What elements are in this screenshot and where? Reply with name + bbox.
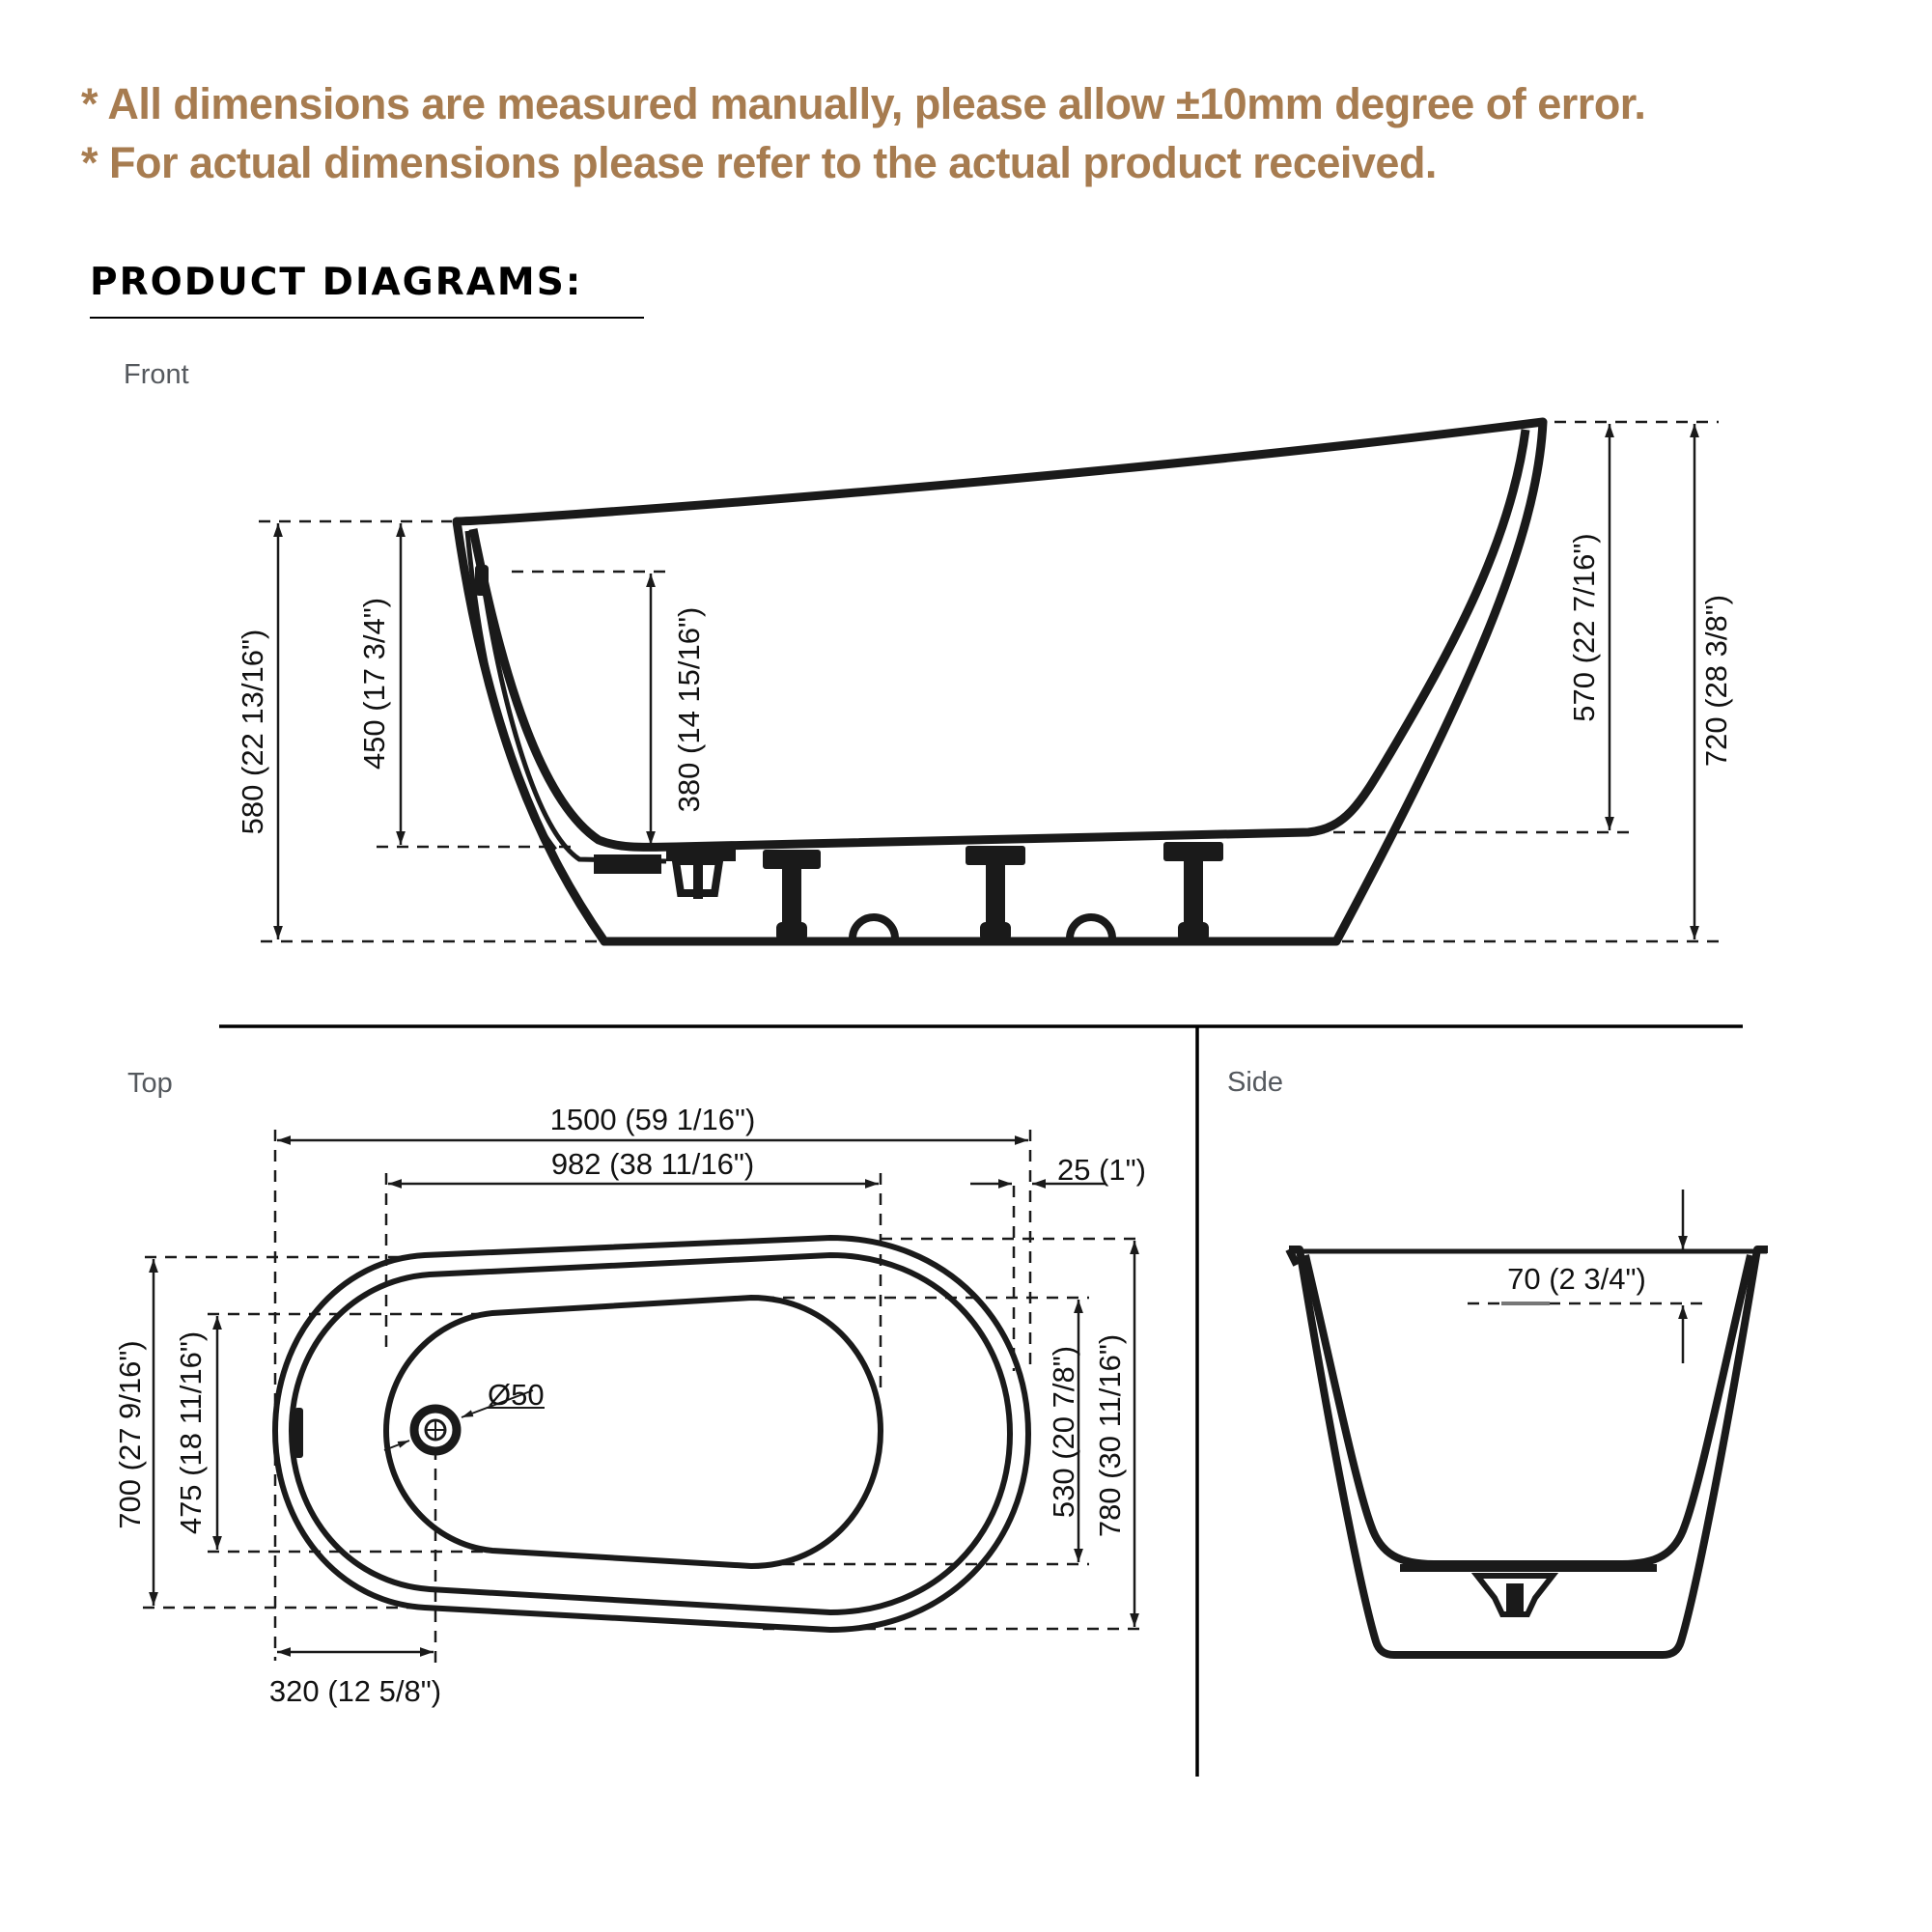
dim-530: 530 (20 7/8") <box>1047 1346 1080 1518</box>
dim-25: 25 (1") <box>1057 1153 1146 1187</box>
top-view-label: Top <box>127 1068 173 1099</box>
dim-475: 475 (18 11/16") <box>174 1331 208 1534</box>
dim-580: 580 (22 13/16") <box>236 630 269 835</box>
front-view-drawing: 580 (22 13/16") 450 (17 3/4") 380 (14 15… <box>236 417 1733 946</box>
section-underline <box>90 317 644 319</box>
overflow-slot-icon <box>294 1408 303 1458</box>
drain-icon <box>409 1404 462 1456</box>
dim-380: 380 (14 15/16") <box>672 607 706 813</box>
dim-70: 70 (2 3/4") <box>1507 1262 1646 1296</box>
dim-drain-diameter: Ø50 <box>488 1378 545 1412</box>
dim-1500: 1500 (59 1/16") <box>550 1103 756 1136</box>
base-cutout-icon <box>849 913 899 939</box>
dim-320: 320 (12 5/8") <box>269 1674 441 1708</box>
front-view-label: Front <box>124 359 189 390</box>
side-view-label: Side <box>1227 1067 1284 1098</box>
dim-700: 700 (27 9/16") <box>113 1340 147 1528</box>
dim-720: 720 (28 3/8") <box>1699 595 1733 767</box>
drain-assembly-icon <box>594 846 736 899</box>
side-view-drawing: 70 (2 3/4") <box>1285 1190 1768 1659</box>
dim-982: 982 (38 11/16") <box>551 1147 754 1181</box>
base-cutout-icon <box>1066 913 1116 939</box>
dim-780: 780 (30 11/16") <box>1093 1334 1127 1537</box>
adjustable-foot-icon <box>1163 842 1223 941</box>
section-title: PRODUCT DIAGRAMS: <box>90 261 583 304</box>
top-view-drawing: Ø50 <box>113 1103 1146 1708</box>
adjustable-foot-icon <box>966 846 1025 941</box>
disclaimer-actual-product: * For actual dimensions please refer to … <box>81 138 1437 187</box>
disclaimer-tolerance: * All dimensions are measured manually, … <box>81 79 1646 128</box>
side-drain-icon <box>1400 1564 1657 1617</box>
adjustable-foot-icon <box>763 850 821 941</box>
dim-570: 570 (22 7/16") <box>1567 533 1601 721</box>
dim-450: 450 (17 3/4") <box>357 598 391 770</box>
